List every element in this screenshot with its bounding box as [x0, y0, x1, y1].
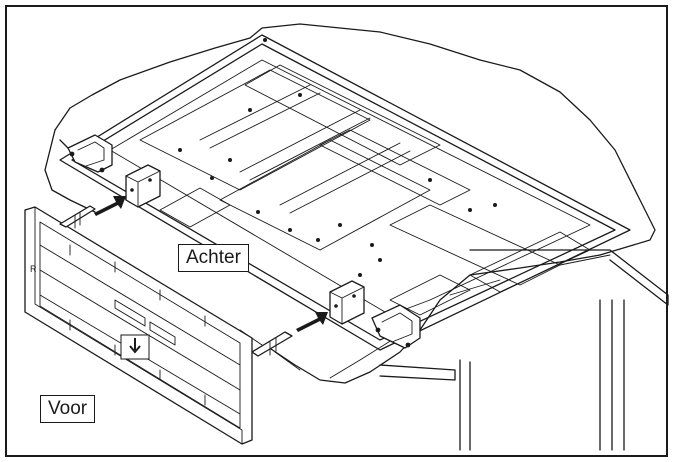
arrow-down-icon — [120, 334, 150, 360]
stand: R — [24, 205, 293, 445]
table — [379, 249, 669, 451]
protective-sheet — [44, 23, 656, 384]
handle-right — [371, 304, 421, 349]
bracket-right — [329, 280, 365, 325]
svg-text:R: R — [30, 264, 37, 274]
figure-frame — [5, 5, 668, 457]
arrow-right-icon — [296, 312, 328, 332]
tv-back-panel — [59, 34, 631, 351]
label-voor: Voor — [40, 395, 96, 423]
handle-left — [67, 134, 113, 173]
bracket-left — [125, 164, 161, 208]
label-achter: Achter — [178, 244, 249, 272]
arrow-right-icon — [94, 196, 126, 216]
